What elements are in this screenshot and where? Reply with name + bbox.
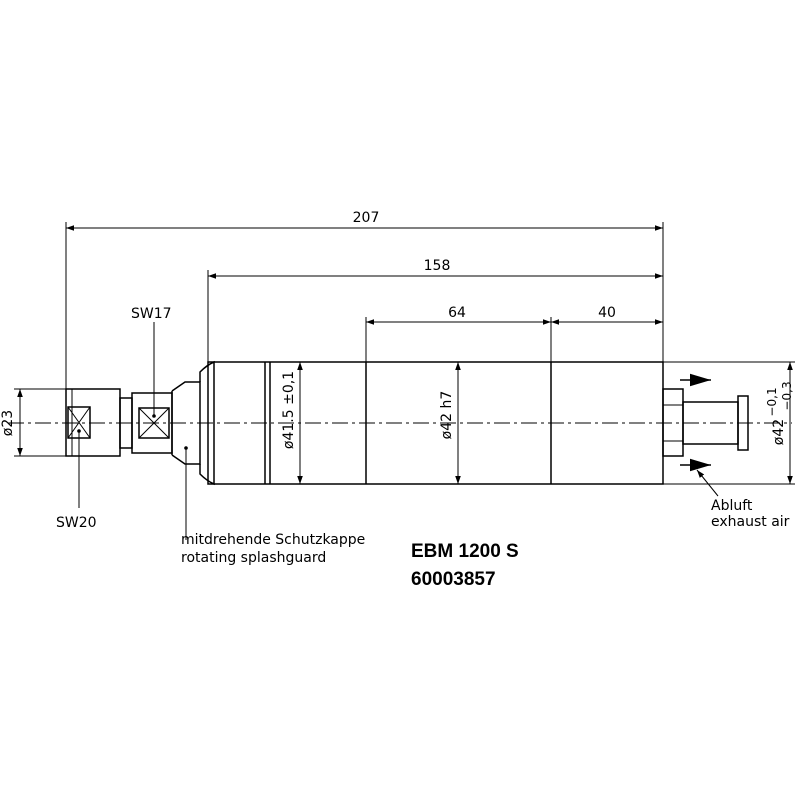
dim-body-diameter-2: ø42 h7 (439, 391, 455, 440)
dim-body-length: 158 (424, 258, 451, 274)
dim-section-a: 64 (448, 305, 466, 321)
spindle-outline (65, 360, 749, 486)
dim-overall-length: 207 (353, 210, 380, 226)
dim-rear-tol-lower: −0,3 (780, 381, 794, 410)
sw20-flat-symbol (67, 406, 91, 439)
rear-connector (662, 388, 684, 457)
dim-rear-diameter: ø42 (771, 419, 787, 445)
label-sw17: SW17 (131, 306, 172, 322)
label-sw20: SW20 (56, 515, 97, 531)
dim-rear-tol-upper: −0,1 (765, 387, 779, 416)
extension-lines (14, 222, 795, 485)
label-exhaust-en: exhaust air (711, 514, 790, 530)
product-part-number: 60003857 (411, 569, 496, 590)
dim-section-b: 40 (598, 305, 616, 321)
label-splashguard-en: rotating splashguard (181, 550, 326, 566)
product-model: EBM 1200 S (411, 541, 519, 562)
dim-collet-diameter: ø23 (0, 410, 16, 436)
dim-body-diameter-1: ø41.5 ±0,1 (281, 371, 297, 449)
label-splashguard-de: mitdrehende Schutzkappe (181, 532, 365, 548)
label-exhaust-de: Abluft (711, 498, 753, 514)
collet-nut (65, 388, 121, 457)
leader-exhaust (696, 469, 719, 497)
